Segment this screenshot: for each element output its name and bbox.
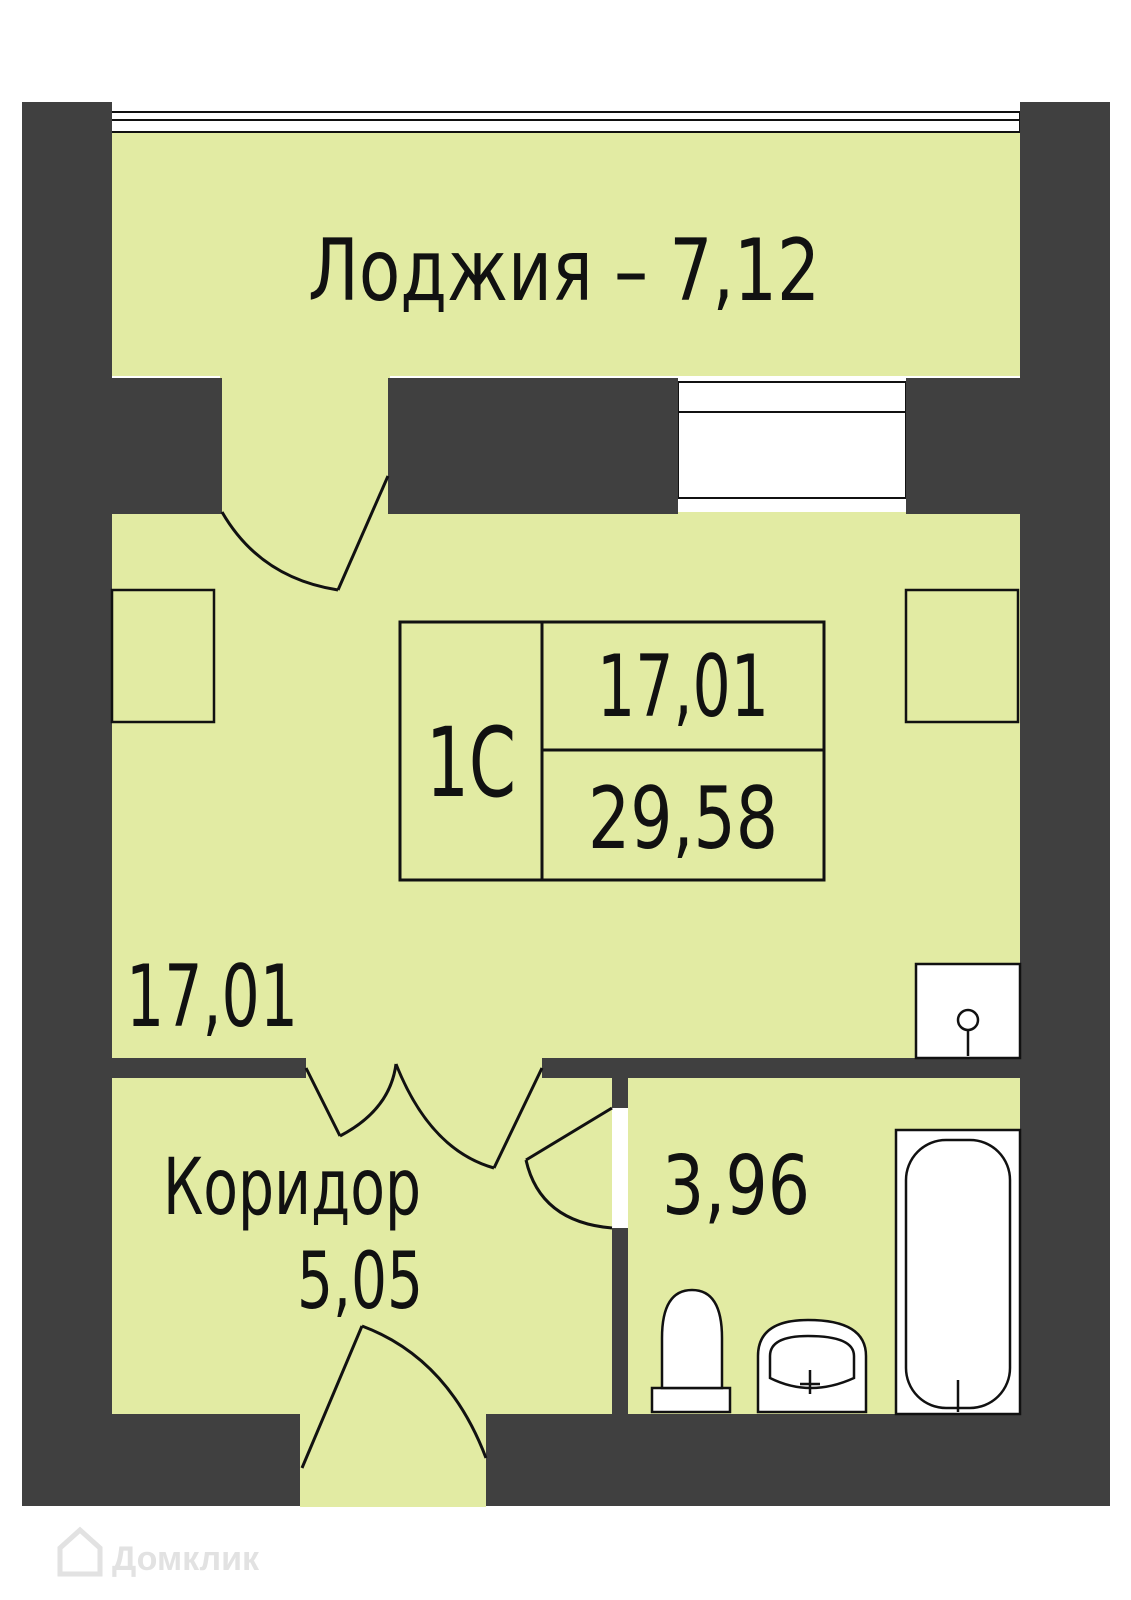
- entrance-door: [300, 1324, 488, 1469]
- room-floor: [110, 512, 1020, 1058]
- bathroom-area-label: 3,96: [662, 1139, 810, 1234]
- total-area-label: 29,58: [588, 769, 778, 869]
- area-info-box: [398, 620, 826, 882]
- doors: [220, 475, 613, 1469]
- toilet-icon: [650, 1288, 732, 1414]
- washbasin-icon: [756, 1318, 868, 1414]
- watermark-text: Домклик: [112, 1540, 260, 1578]
- loggia-floor: [110, 132, 1020, 376]
- corridor-floor: [110, 1078, 612, 1414]
- house-logo-icon: [57, 1526, 103, 1577]
- loggia-door: [220, 475, 390, 592]
- room-fixtures: [110, 588, 1022, 1060]
- entrance-floor: [300, 1414, 486, 1507]
- watermark: Домклик: [57, 1526, 260, 1578]
- living-area-label: 17,01: [597, 637, 769, 737]
- labels: Лоджия – 7,12 1С 17,01 29,58 17,01 Корид…: [126, 221, 820, 1327]
- kitchen-sink-icon: [914, 962, 1022, 1060]
- loggia-doorway-floor: [220, 376, 390, 512]
- left-heater: [110, 588, 216, 724]
- floor-areas: [110, 132, 1020, 1507]
- room-corridor-doorway-floor: [306, 1058, 542, 1078]
- right-heater: [904, 588, 1020, 724]
- room-window: [677, 381, 907, 499]
- room-area-label: 17,01: [126, 947, 298, 1047]
- bathtub-icon: [894, 1128, 1022, 1416]
- loggia-window: [109, 111, 1021, 133]
- bathroom-door: [524, 1106, 613, 1230]
- bathroom-fixtures: [650, 1128, 1022, 1416]
- room-corridor-double-door: [304, 1063, 544, 1170]
- loggia-label: Лоджия – 7,12: [308, 221, 820, 321]
- corridor-name-label: Коридор: [163, 1143, 421, 1233]
- apartment-type-label: 1С: [426, 707, 516, 819]
- walls: [22, 102, 1110, 1506]
- corridor-area-label: 5,05: [297, 1237, 423, 1327]
